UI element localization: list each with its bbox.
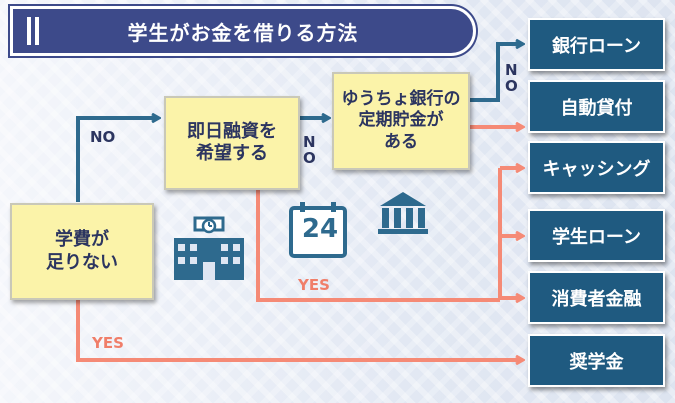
same-day-node: 即日融資を 希望する (164, 96, 300, 190)
option-student-loan: 学生ローン (528, 209, 665, 262)
calendar-24-icon (289, 202, 347, 258)
label-yes-sameday: YES (298, 276, 330, 294)
label-no-yucho: NO (505, 61, 518, 95)
title-stripe (27, 17, 31, 45)
label-no-start: NO (90, 128, 116, 146)
bank-icon (378, 192, 428, 234)
connector-yes-sameday (256, 190, 500, 302)
connector-yes-start (76, 300, 522, 360)
yucho-node: ゆうちょ銀行の 定期貯金が ある (332, 72, 470, 170)
option-auto-lending: 自動貸付 (528, 80, 665, 133)
connector-no-start (76, 118, 158, 202)
label-no-sameday: NO (303, 133, 316, 167)
page-title: 学生がお金を借りる方法 (127, 20, 359, 45)
title-stripe (35, 17, 39, 45)
connector-no-yucho (470, 44, 522, 102)
label-yes-start: YES (92, 334, 124, 352)
start-node: 学費が 足りない (10, 203, 154, 300)
title-bar: 学生がお金を借りる方法 (10, 6, 476, 56)
option-scholarship: 奨学金 (528, 334, 665, 387)
calendar-number: 24 (301, 214, 339, 244)
option-consumer-finance: 消費者金融 (528, 271, 665, 324)
school-icon (174, 216, 244, 280)
option-cashing: キャッシング (528, 141, 665, 194)
option-bank-loan: 銀行ローン (528, 18, 665, 71)
